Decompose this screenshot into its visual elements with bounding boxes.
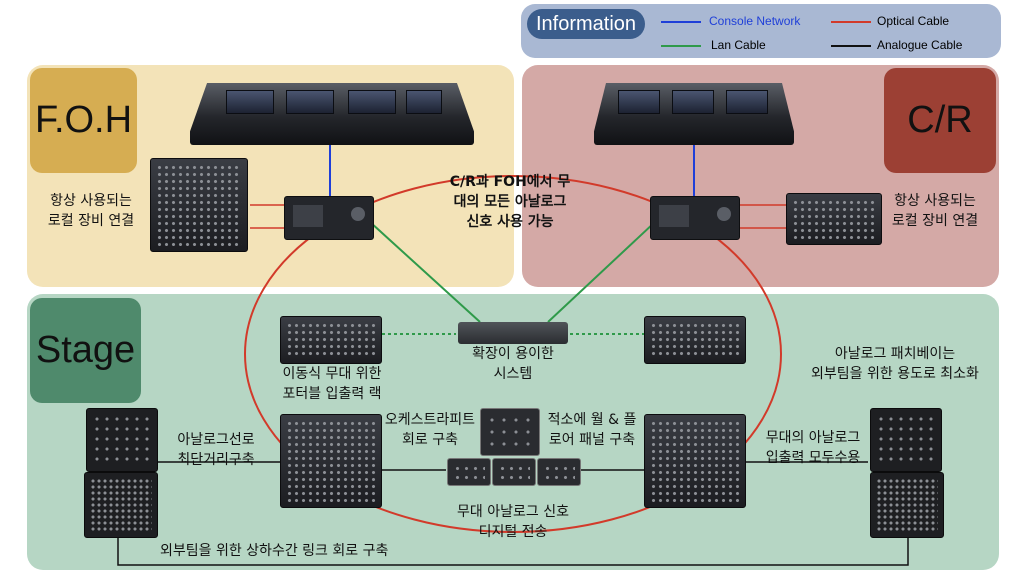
left-analog-patchbay-top — [86, 408, 158, 472]
bottom-link-cable — [117, 535, 909, 566]
wall-panel-1 — [447, 458, 491, 486]
cr-mixing-console — [594, 83, 794, 145]
floor-panel — [537, 458, 581, 486]
legend-analogue-cable-line — [831, 45, 871, 47]
cr-title: C/R — [884, 68, 996, 173]
legend-title: Information — [527, 9, 645, 39]
cr-dsp-engine — [650, 196, 740, 240]
foh-mixing-console — [190, 83, 474, 145]
stage-io-rack-right — [644, 414, 746, 508]
cr-console-screen-1 — [618, 90, 660, 114]
left-analog-patchbay-bottom — [84, 472, 158, 538]
legend-lan-cable-line — [661, 45, 701, 47]
right-analog-patchbay-bottom — [870, 472, 944, 538]
foh-console-screen-3 — [348, 90, 396, 114]
wall-panel-2 — [492, 458, 536, 486]
legend: Information Console Network Optical Cabl… — [521, 4, 1001, 58]
optical-ring-cable — [244, 175, 782, 533]
stage-io-rack-left — [280, 414, 382, 508]
cr-io-rack — [786, 193, 882, 245]
legend-console-network-line — [661, 21, 701, 23]
cr-console-screen-2 — [672, 90, 714, 114]
foh-io-rack — [150, 158, 248, 252]
legend-analogue-cable: Analogue Cable — [877, 38, 963, 52]
cr-lan-cable — [547, 221, 656, 323]
network-switch — [458, 322, 568, 344]
cr-console-screen-3 — [726, 90, 768, 114]
right-analog-patchbay-top — [870, 408, 942, 472]
foh-console-screen-2 — [286, 90, 334, 114]
foh-title: F.O.H — [30, 68, 137, 173]
legend-optical-cable-line — [831, 21, 871, 23]
legend-optical-cable: Optical Cable — [877, 14, 950, 28]
stage-title: Stage — [30, 298, 141, 403]
foh-console-screen-4 — [406, 90, 442, 114]
foh-lan-cable — [369, 221, 481, 323]
stage-portable-rack-left — [280, 316, 382, 364]
legend-console-network: Console Network — [709, 14, 801, 28]
orchestra-pit-box — [480, 408, 540, 456]
bottom-link-label: 외부팀을 위한 상하수간 링크 회로 구축 — [160, 543, 389, 559]
foh-console-screen-1 — [226, 90, 274, 114]
foh-dsp-engine — [284, 196, 374, 240]
legend-lan-cable: Lan Cable — [711, 38, 766, 52]
stage-portable-rack-right — [644, 316, 746, 364]
